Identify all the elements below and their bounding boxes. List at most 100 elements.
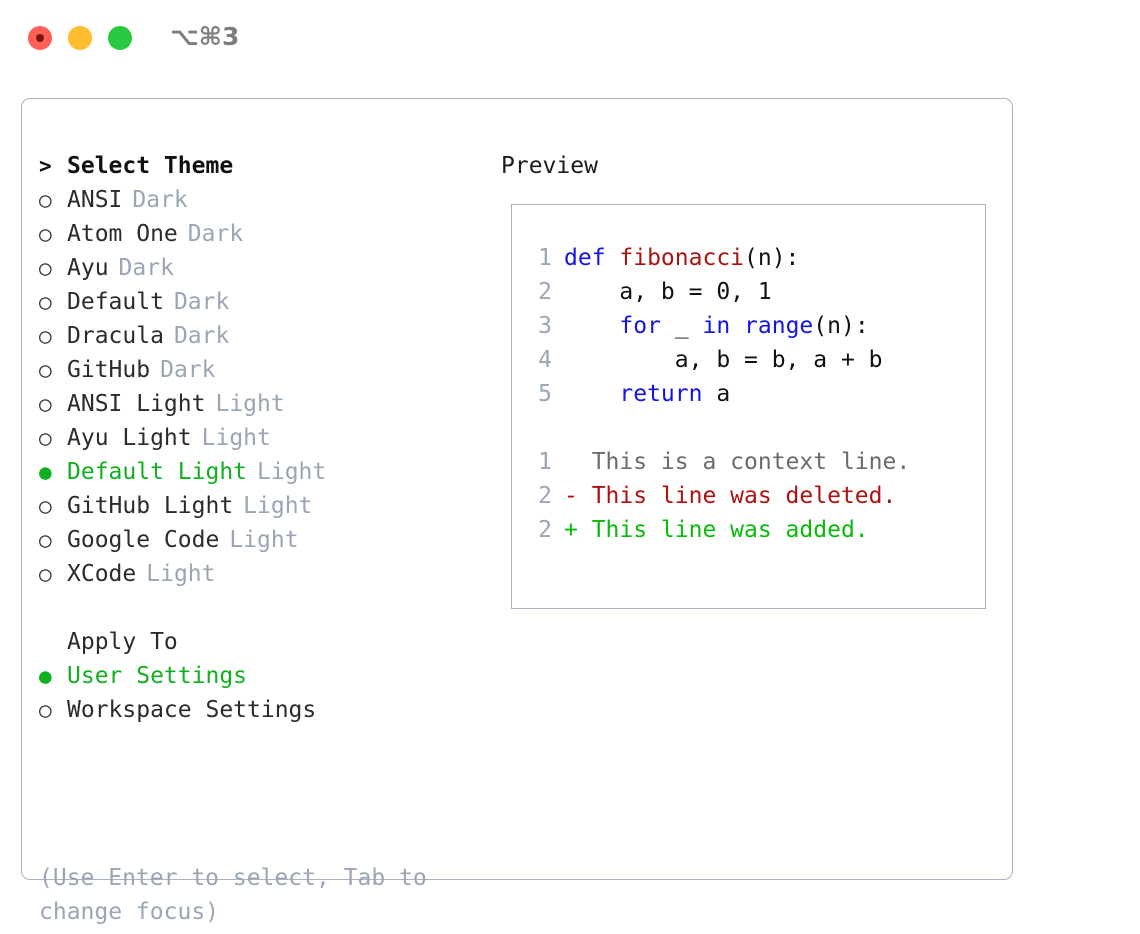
- radio-unselected-icon: ○: [39, 290, 52, 314]
- code-token: range: [744, 313, 814, 339]
- apply-to-option-label: Workspace Settings: [67, 697, 317, 723]
- radio-unselected-icon: ○: [39, 392, 52, 416]
- theme-option-tag: Dark: [118, 255, 174, 281]
- code-line: 1 def fibonacci(n):: [530, 241, 910, 275]
- apply-to-option-user-settings[interactable]: ● User Settings: [39, 659, 479, 693]
- theme-option-tag: Dark: [187, 221, 244, 247]
- radio-selected-icon: ●: [39, 664, 52, 688]
- theme-option-dracula[interactable]: ○ Dracula Dark: [39, 319, 479, 353]
- blank-marker: o: [39, 625, 67, 659]
- list-spacer: [39, 591, 479, 625]
- code-token: _: [660, 313, 703, 339]
- apply-to-heading: oApply To: [39, 625, 479, 659]
- theme-option-label: GitHub Light: [67, 493, 234, 519]
- radio-unselected-icon: ○: [39, 188, 52, 212]
- keyboard-shortcut-label: ⌥⌘3: [170, 22, 240, 51]
- code-line: 3 for _ in range(n):: [530, 309, 910, 343]
- diff-line-del: 2 - This line was deleted.: [530, 479, 910, 513]
- theme-option-default-light[interactable]: ● Default Light Light: [39, 455, 479, 489]
- diff-line-add: 2 + This line was added.: [530, 513, 910, 547]
- radio-selected-icon: ●: [39, 460, 52, 484]
- diff-line-text: This is a context line.: [564, 449, 911, 475]
- theme-option-default[interactable]: ○ Default Dark: [39, 285, 479, 319]
- code-token: in: [702, 313, 731, 339]
- line-number: 1: [538, 449, 552, 475]
- title-bar: ⌥⌘3: [0, 0, 1140, 78]
- radio-unselected-icon: ○: [39, 426, 52, 450]
- apply-to-heading-label: Apply To: [67, 629, 178, 655]
- code-line: 5 return a: [530, 377, 910, 411]
- theme-option-label: Atom One: [67, 221, 178, 247]
- theme-option-tag: Light: [229, 527, 299, 553]
- preview-heading: Preview: [501, 153, 598, 179]
- apply-to-option-label: User Settings: [67, 663, 248, 689]
- line-number: 2: [538, 483, 552, 509]
- line-number: 3: [538, 313, 552, 339]
- theme-option-label: XCode: [67, 561, 137, 587]
- code-token: (n):: [744, 245, 800, 271]
- theme-option-tag: Light: [146, 561, 216, 587]
- line-number: 2: [538, 279, 552, 305]
- theme-option-tag: Dark: [173, 289, 230, 315]
- theme-option-label: Default: [67, 289, 164, 315]
- code-token: (n):: [813, 313, 869, 339]
- theme-option-ansi[interactable]: ○ ANSI Dark: [39, 183, 479, 217]
- close-window-button[interactable]: [28, 26, 52, 50]
- select-theme-heading-label: Select Theme: [67, 153, 234, 179]
- code-token: a: [702, 381, 731, 407]
- code-line: 4 a, b = b, a + b: [530, 343, 910, 377]
- radio-unselected-icon: ○: [39, 324, 52, 348]
- line-number: 5: [538, 381, 552, 407]
- code-token: [564, 313, 619, 339]
- theme-option-tag: Light: [215, 391, 285, 417]
- radio-unselected-icon: ○: [39, 222, 52, 246]
- code-line: 2 a, b = 0, 1: [530, 275, 910, 309]
- code-token: fibonacci: [619, 245, 745, 271]
- theme-option-tag: Light: [257, 459, 327, 485]
- radio-unselected-icon: ○: [39, 494, 52, 518]
- line-number: 4: [538, 347, 552, 373]
- theme-option-tag: Dark: [160, 357, 216, 383]
- theme-option-label: Google Code: [67, 527, 220, 553]
- radio-unselected-icon: ○: [39, 528, 52, 552]
- maximize-window-button[interactable]: [108, 26, 132, 50]
- minimize-window-button[interactable]: [68, 26, 92, 50]
- caret-icon: >: [39, 154, 52, 178]
- theme-option-label: Default Light: [67, 459, 248, 485]
- apply-to-option-workspace-settings[interactable]: ○Workspace Settings: [39, 693, 479, 727]
- theme-option-google-code[interactable]: ○ Google Code Light: [39, 523, 479, 557]
- code-token: def: [564, 245, 620, 271]
- diff-line-text: - This line was deleted.: [564, 483, 897, 509]
- theme-option-label: ANSI: [67, 187, 123, 213]
- code-token: a, b = 0, 1: [564, 279, 772, 305]
- code-token: a, b = b, a + b: [564, 347, 883, 373]
- radio-unselected-icon: ○: [39, 256, 52, 280]
- theme-option-tag: Light: [201, 425, 271, 451]
- theme-option-tag: Dark: [173, 323, 230, 349]
- theme-option-label: Ayu Light: [67, 425, 192, 451]
- diff-line-ctx: 1 This is a context line.: [530, 445, 910, 479]
- code-token: for: [619, 313, 661, 339]
- radio-unselected-icon: ○: [39, 358, 52, 382]
- code-diff-spacer: [530, 411, 910, 445]
- theme-option-ayu-light[interactable]: ○ Ayu Light Light: [39, 421, 479, 455]
- theme-option-atom-one[interactable]: ○ Atom One Dark: [39, 217, 479, 251]
- line-number: 1: [538, 245, 552, 271]
- help-text: (Use Enter to select, Tab to change focu…: [39, 865, 427, 925]
- theme-option-xcode[interactable]: ○ XCode Light: [39, 557, 479, 591]
- line-number: 2: [538, 517, 552, 543]
- theme-option-label: Dracula: [67, 323, 164, 349]
- radio-unselected-icon: ○: [39, 562, 52, 586]
- diff-line-text: + This line was added.: [564, 517, 869, 543]
- theme-option-tag: Dark: [132, 187, 188, 213]
